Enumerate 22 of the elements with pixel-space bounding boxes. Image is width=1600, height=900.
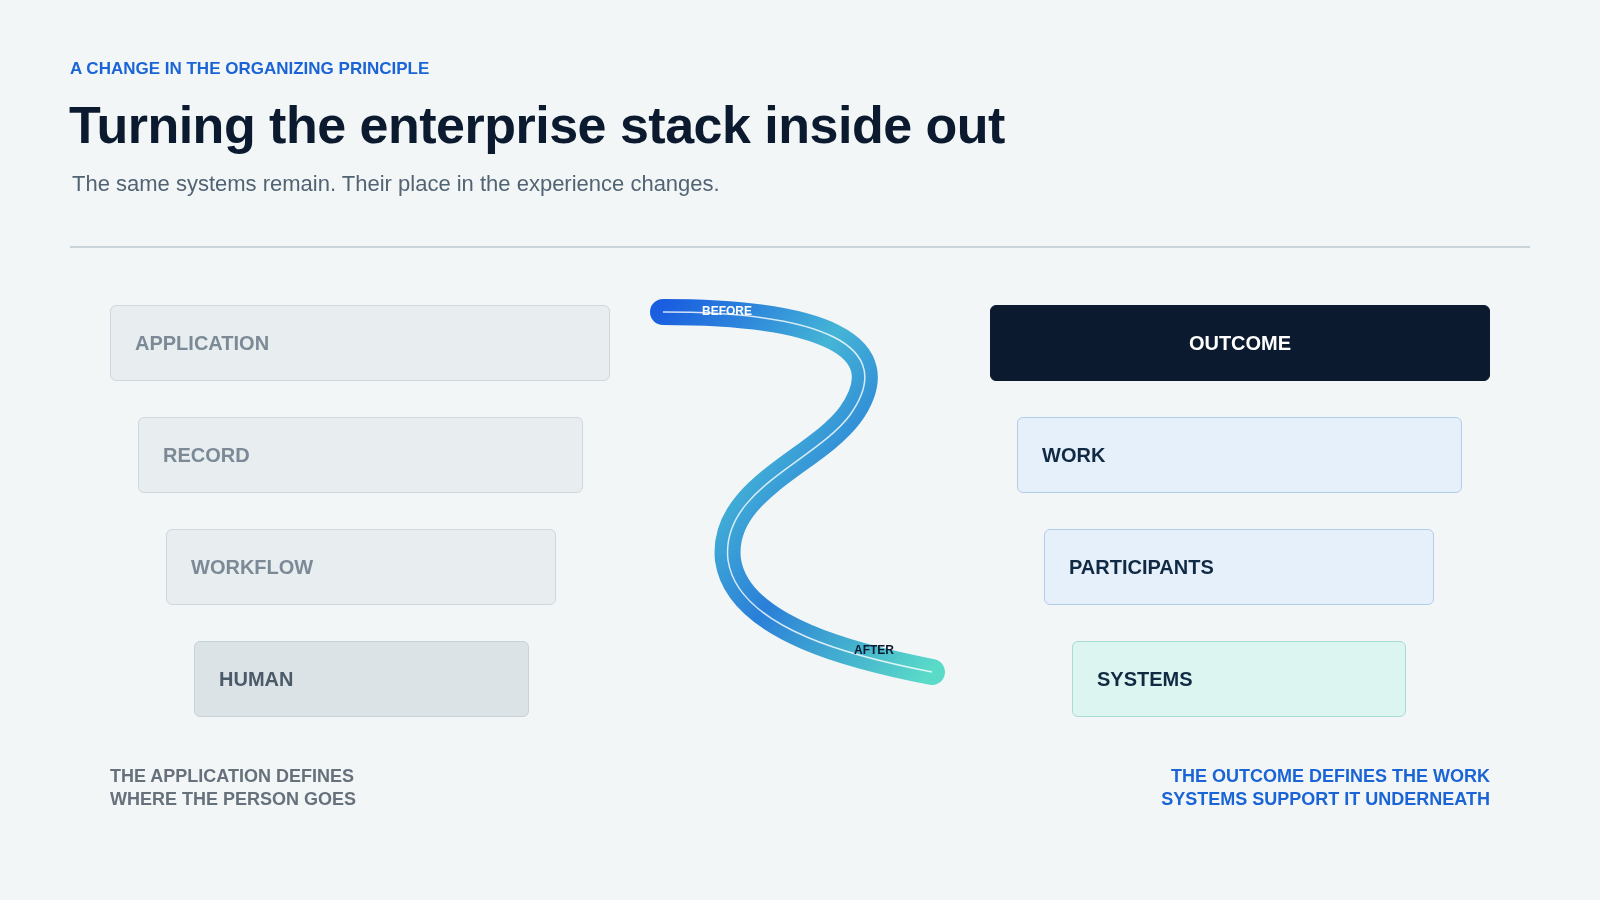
footer-note: THE OUTCOME DEFINES THE WORK SYSTEMS SUPPORT IT UNDERNEATH [1160, 765, 1490, 811]
layer-label: OUTCOME [1188, 331, 1292, 355]
stack-layer-box [1072, 641, 1406, 717]
stack-layer-box [138, 417, 583, 493]
stack-layer-box [166, 529, 556, 605]
layer-label: HUMAN [219, 667, 294, 691]
footer-note: THE APPLICATION DEFINES WHERE THE PERSON GOES [110, 765, 358, 811]
eyebrow-text: A CHANGE IN THE ORGANIZING PRINCIPLE [70, 59, 430, 79]
layer-label: APPLICATION [135, 331, 270, 355]
stack-layer-box [1017, 417, 1462, 493]
subtitle: The same systems remain. Their place in the experience changes. [72, 171, 720, 197]
layer-label: RECORD [163, 443, 250, 467]
title: Turning the enterprise stack inside out [69, 95, 1005, 155]
layer-label: SYSTEMS [1097, 667, 1193, 691]
layer-label: PARTICIPANTS [1069, 555, 1214, 579]
layer-label: WORKFLOW [191, 555, 314, 579]
curve-label: AFTER [854, 643, 894, 657]
layer-label: WORK [1042, 443, 1106, 467]
outcome-box [990, 305, 1490, 381]
stack-layer-box [1044, 529, 1434, 605]
stack-layer-box [194, 641, 529, 717]
stack-layer-box [110, 305, 610, 381]
